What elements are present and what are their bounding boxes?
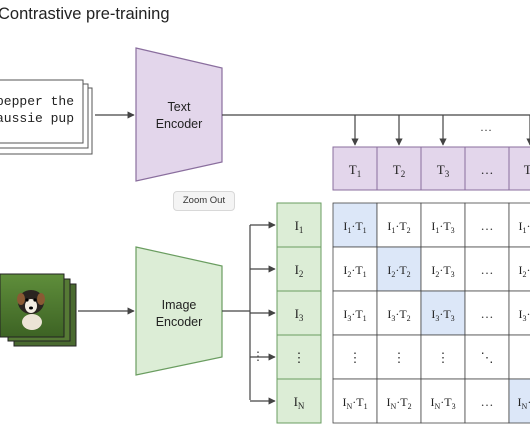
diagram-title: Contrastive pre-training [0, 5, 170, 23]
matrix-cell: I1·T1 [332, 202, 378, 248]
matrix-hdots: … [481, 218, 494, 233]
matrix-cell: … [464, 290, 510, 336]
matrix-cell: IN·T2 [376, 378, 422, 424]
matrix-cell-label: I1·T3 [431, 219, 454, 235]
matrix-cell: ⋮ [420, 334, 466, 380]
matrix-cell: ⋮ [376, 334, 422, 380]
matrix-cell: I2·T1 [332, 246, 378, 292]
matrix-cell: ⋱ [464, 334, 510, 380]
matrix-cell: … [464, 246, 510, 292]
image-encoder: Image Encoder [135, 246, 223, 376]
text-token-label: T2 [393, 162, 405, 179]
image-token-5: IN [276, 378, 322, 424]
matrix-cell: ⋮ [332, 334, 378, 380]
matrix-cell: IN·TN [508, 378, 530, 424]
image-encoder-label-1: Image [162, 298, 197, 312]
matrix-cell: IN·T1 [332, 378, 378, 424]
matrix-cell-label: I1·T2 [387, 219, 410, 235]
image-token-3: I3 [276, 290, 322, 336]
matrix-cell: I2·TN [508, 246, 530, 292]
image-token-4: ⋮ [276, 334, 322, 380]
image-token-label: IN [294, 394, 305, 411]
matrix-cell-label: I3·TN [518, 307, 530, 323]
snippet-line-2: aussie pup [0, 111, 74, 126]
image-token-label: ⋮ [293, 350, 306, 365]
matrix-cell: I3·T3 [420, 290, 466, 336]
text-encoder-label-2: Encoder [156, 117, 203, 131]
image-token-label: I3 [295, 306, 304, 323]
matrix-cell-label: I2·TN [518, 263, 530, 279]
text-token-2: T2 [376, 146, 422, 191]
matrix-hdots: … [481, 394, 494, 409]
matrix-cell: I2·T3 [420, 246, 466, 292]
text-token-label: TN [524, 162, 530, 179]
text-feature-drops [351, 115, 530, 146]
text-token-5: TN [508, 146, 530, 191]
matrix-cell: IN·T3 [420, 378, 466, 424]
matrix-cell: I1·TN [508, 202, 530, 248]
snippet-line-1: pepper the [0, 94, 74, 109]
matrix-cell-label: IN·T2 [386, 395, 411, 411]
matrix-cell: I3·T1 [332, 290, 378, 336]
text-snippet-stack: pepper the aussie pup [0, 79, 93, 155]
text-encoder-label-1: Text [168, 100, 191, 114]
text-token-label: T3 [437, 162, 450, 179]
text-token-4: … [464, 146, 510, 191]
image-token-1: I1 [276, 202, 322, 248]
image-token-label: I2 [295, 262, 304, 279]
text-token-3: T3 [420, 146, 466, 191]
matrix-cell: ⋮ [508, 334, 530, 380]
matrix-cell-label: IN·T3 [430, 395, 455, 411]
matrix-cell-label: I3·T2 [387, 307, 410, 323]
matrix-cell-label: I2·T2 [387, 263, 410, 279]
matrix-vdots: ⋮ [437, 350, 450, 365]
matrix-cell: I1·T2 [376, 202, 422, 248]
matrix-cell-label: IN·TN [518, 395, 530, 411]
matrix-cell: … [464, 202, 510, 248]
top-line-ellipsis: … [480, 120, 492, 134]
text-token-1: T1 [332, 146, 378, 191]
image-encoder-label-2: Encoder [156, 315, 203, 329]
text-token-label: T1 [349, 162, 361, 179]
text-encoder: Text Encoder [135, 47, 223, 182]
matrix-cell: I2·T2 [376, 246, 422, 292]
matrix-cell-label: I3·T3 [431, 307, 454, 323]
matrix-cell: I3·T2 [376, 290, 422, 336]
matrix-vdots: ⋮ [393, 350, 406, 365]
similarity-matrix: I1·T1 I1·T2 I1·T3 … I1·TN I2·T1 I2·T2 I2·T3 … I2·… [332, 202, 530, 424]
matrix-cell-label: IN·T1 [342, 395, 367, 411]
zoom-out-button[interactable]: Zoom Out [173, 191, 235, 211]
dog-photo-stack-icon [0, 273, 77, 347]
matrix-cell-label: I2·T3 [431, 263, 454, 279]
matrix-cell-label: I2·T1 [343, 263, 366, 279]
matrix-hdots: … [481, 262, 494, 277]
text-token-row: T1 T2 T3 … TN [332, 146, 530, 191]
matrix-cell-label: I3·T1 [343, 307, 366, 323]
matrix-diag-dots: ⋱ [481, 350, 494, 365]
branch-vertical-ellipsis: ⋮ [252, 349, 264, 363]
matrix-cell-label: I1·TN [518, 219, 530, 235]
matrix-vdots: ⋮ [349, 350, 362, 365]
matrix-cell: I3·TN [508, 290, 530, 336]
matrix-cell: I1·T3 [420, 202, 466, 248]
matrix-cell: … [464, 378, 510, 424]
matrix-vdots: ⋮ [525, 350, 530, 365]
matrix-hdots: … [481, 306, 494, 321]
image-token-label: I1 [295, 218, 304, 235]
image-token-2: I2 [276, 246, 322, 292]
image-feature-branches [250, 221, 276, 405]
text-token-label: … [481, 162, 494, 177]
matrix-cell-label: I1·T1 [343, 219, 366, 235]
